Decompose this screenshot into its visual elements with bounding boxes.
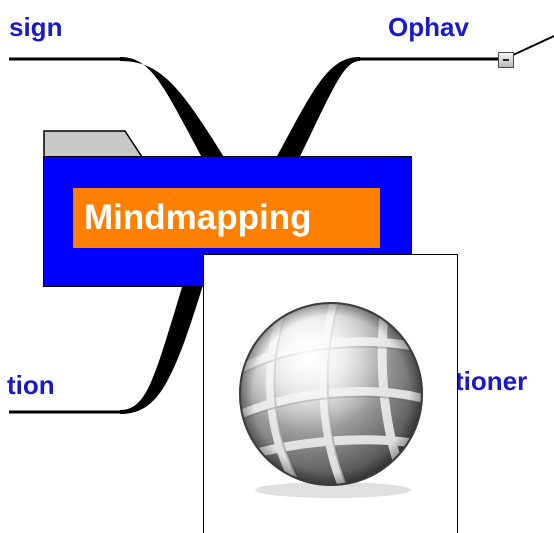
branch-label-bottom-left[interactable]: tion [7,370,55,400]
central-topic-label-background: Mindmapping [73,188,380,248]
branch-label-top-left[interactable]: sign [9,12,63,42]
minus-glyph [503,59,509,61]
globe-icon [239,302,423,498]
folder-tab-icon [43,130,143,158]
connector-top-right-tail [512,35,554,56]
branch-label-top-right[interactable]: Ophav [388,12,469,42]
central-topic-label: Mindmapping [84,198,312,237]
connector-bottom-left-curve [120,255,212,414]
collapse-minus-icon[interactable] [498,52,514,68]
branch-label-bottom-right[interactable]: tioner [455,366,528,396]
central-topic-node[interactable]: Mindmapping [43,156,412,287]
image-preview-popup [203,254,458,533]
